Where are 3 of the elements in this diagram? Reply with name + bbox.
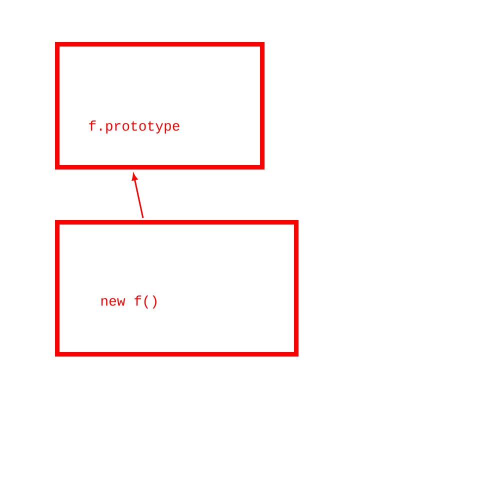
process-box: f.prototype xyxy=(55,42,264,170)
arrow xyxy=(132,174,144,218)
process-box: new f() xyxy=(55,220,298,356)
